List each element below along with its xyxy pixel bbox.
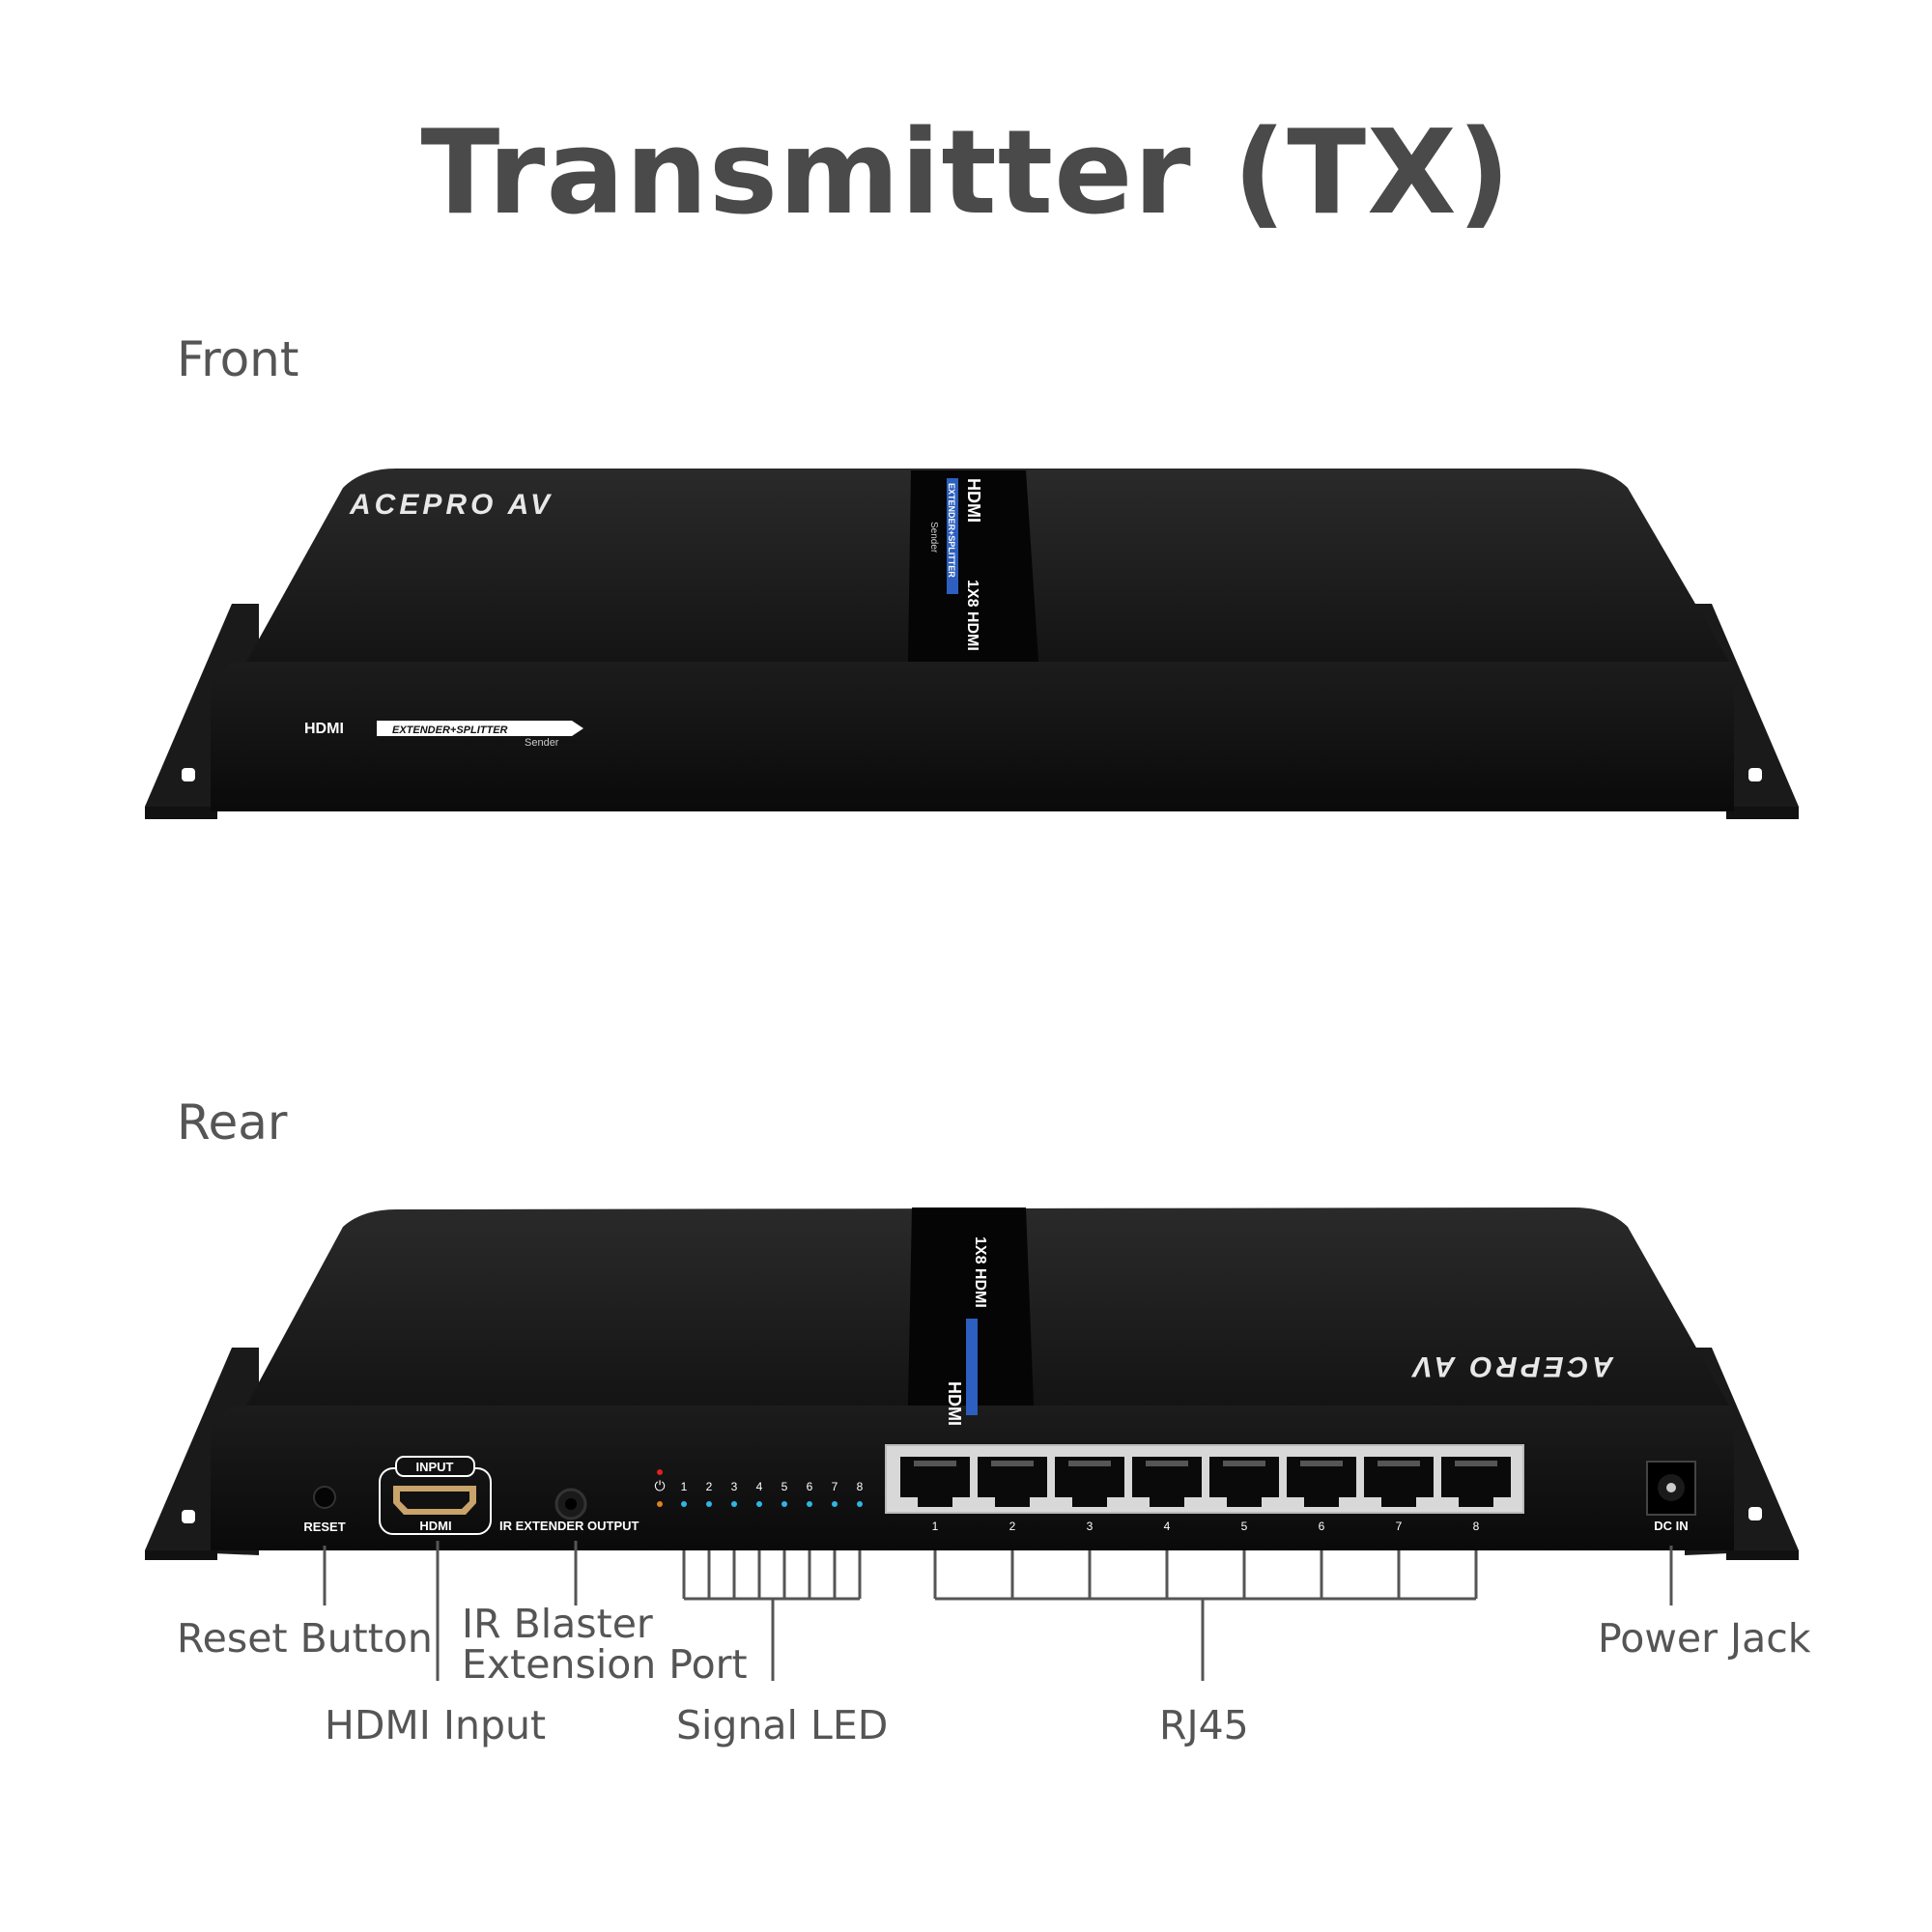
- hdmi-input-top-label: INPUT: [416, 1460, 454, 1474]
- signal-led-5: [781, 1501, 787, 1507]
- reset-button[interactable]: [313, 1486, 336, 1509]
- power-led-red: [657, 1469, 663, 1475]
- rj45-port-number-1: 1: [932, 1520, 939, 1533]
- rj45-port-5[interactable]: [1209, 1457, 1279, 1507]
- rj45-port-7[interactable]: [1364, 1457, 1434, 1507]
- callout-lines: [323, 1541, 1673, 1681]
- callout-ir-line1: IR Blaster: [462, 1601, 653, 1647]
- strip-role-text: Sender: [928, 522, 939, 554]
- callout-signal-led: Signal LED: [676, 1702, 889, 1748]
- front-badge-arrow: [377, 721, 583, 736]
- front-section-label: Front: [177, 331, 299, 387]
- rj45-port-number-6: 6: [1319, 1520, 1325, 1533]
- dc-in-port[interactable]: [1646, 1461, 1696, 1516]
- signal-led-7: [832, 1501, 838, 1507]
- rear-top-label-strip: [908, 1208, 1034, 1406]
- rj45-port-number-7: 7: [1396, 1520, 1403, 1533]
- top-label-strip: [908, 470, 1038, 662]
- rj45-port-6[interactable]: [1287, 1457, 1356, 1507]
- front-brand-logo: ACEPRO AV: [349, 489, 554, 521]
- front-right-mount-hole: [1748, 768, 1762, 781]
- signal-led-2: [706, 1501, 712, 1507]
- strip-model-text: 1X8 HDMI: [964, 580, 980, 651]
- signal-led-4: [756, 1501, 762, 1507]
- signal-led-number-5: 5: [781, 1480, 788, 1493]
- signal-led-1: [681, 1501, 687, 1507]
- strip-hdmi-text: HDMI: [964, 478, 983, 523]
- rear-strip-hdmi-text: HDMI: [945, 1381, 964, 1426]
- signal-led-number-7: 7: [832, 1480, 838, 1493]
- callout-rj45: RJ45: [1159, 1702, 1249, 1748]
- reset-label: RESET: [303, 1520, 345, 1534]
- rear-right-mount-hole: [1748, 1507, 1762, 1520]
- page-title: Transmitter (TX): [420, 106, 1512, 241]
- signal-led-number-1: 1: [681, 1480, 688, 1493]
- power-led-orange: [657, 1501, 663, 1507]
- signal-led-3: [731, 1501, 737, 1507]
- signal-led-6: [807, 1501, 812, 1507]
- signal-led-number-6: 6: [807, 1480, 813, 1493]
- rear-left-mount-hole: [182, 1510, 195, 1523]
- rj45-port-3[interactable]: [1055, 1457, 1124, 1507]
- front-badge-role: Sender: [525, 737, 559, 749]
- rj45-port-number-5: 5: [1241, 1520, 1248, 1533]
- rj45-port-1[interactable]: [900, 1457, 970, 1507]
- signal-led-number-2: 2: [706, 1480, 713, 1493]
- signal-led-8: [857, 1501, 863, 1507]
- signal-led-group: 1 2 3 4 5 6 7 8: [681, 1480, 864, 1507]
- signal-led-number-3: 3: [731, 1480, 738, 1493]
- rj45-port-number-4: 4: [1164, 1520, 1171, 1533]
- callout-power-jack: Power Jack: [1598, 1615, 1811, 1662]
- front-badge-hdmi: HDMI: [304, 721, 344, 737]
- front-badge-product: EXTENDER+SPLITTER: [392, 724, 508, 736]
- rj45-port-group: 1 2 3 4 5 6 7 8: [900, 1457, 1511, 1533]
- signal-led-number-4: 4: [756, 1480, 763, 1493]
- strip-product-text: EXTENDER+SPLITTER: [947, 483, 956, 578]
- hdmi-input-bottom-label: HDMI: [419, 1519, 451, 1533]
- rj45-port-8[interactable]: [1441, 1457, 1511, 1507]
- callout-reset-button: Reset Button: [177, 1615, 433, 1662]
- rear-section-label: Rear: [177, 1094, 288, 1151]
- front-face: [211, 662, 1734, 811]
- dc-in-label: DC IN: [1654, 1519, 1688, 1533]
- front-left-mount-hole: [182, 768, 195, 781]
- callout-ir-line2: Extension Port: [462, 1641, 748, 1688]
- rear-brand-logo: ACEPRO AV: [1409, 1350, 1614, 1382]
- ir-extender-label: IR EXTENDER OUTPUT: [499, 1519, 639, 1533]
- rj45-port-number-2: 2: [1009, 1520, 1016, 1533]
- signal-led-number-8: 8: [857, 1480, 864, 1493]
- callout-hdmi-input: HDMI Input: [325, 1702, 547, 1748]
- rj45-port-4[interactable]: [1132, 1457, 1202, 1507]
- rj45-port-2[interactable]: [978, 1457, 1047, 1507]
- rear-strip-model-text: 1X8 HDMI: [972, 1236, 988, 1308]
- rj45-port-number-8: 8: [1473, 1520, 1480, 1533]
- rj45-port-number-3: 3: [1087, 1520, 1094, 1533]
- power-led-symbol: ⏻: [654, 1479, 665, 1494]
